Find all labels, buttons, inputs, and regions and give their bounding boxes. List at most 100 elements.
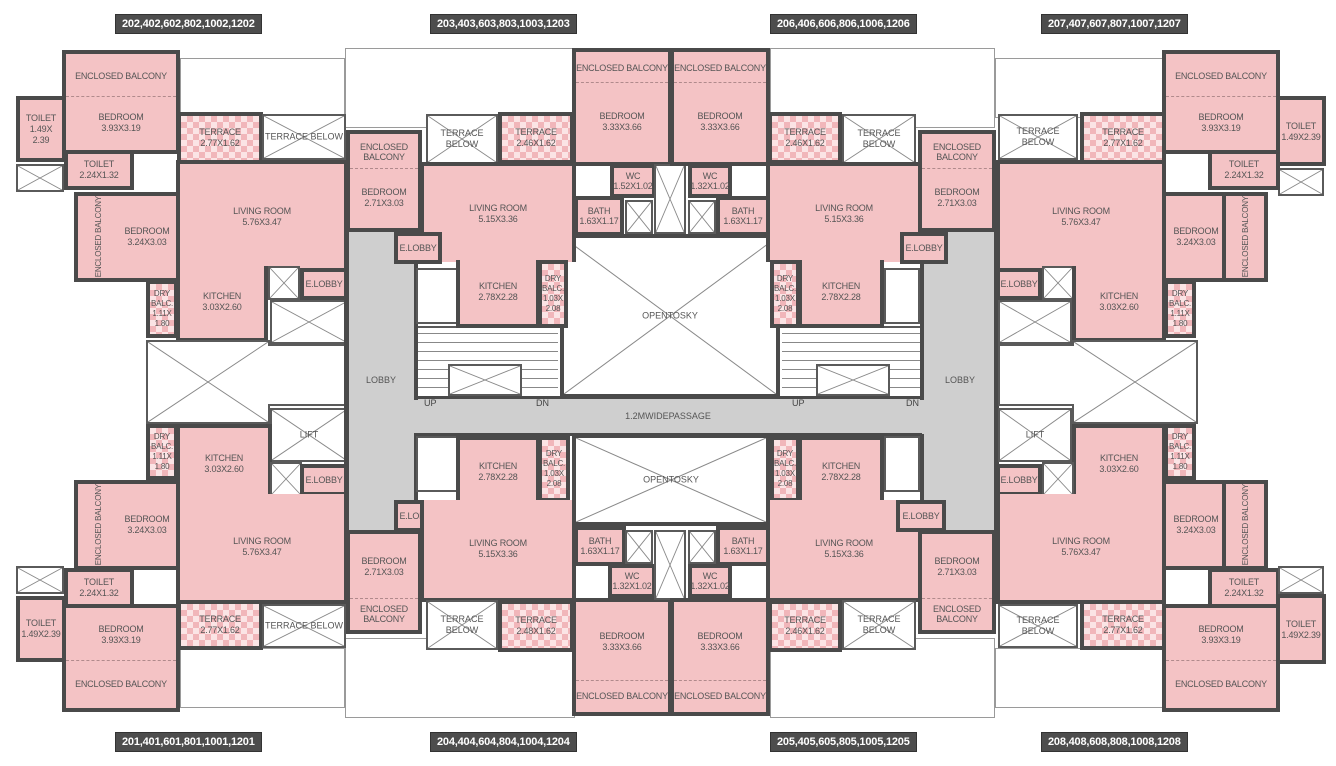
room-dry-balcony: DRY BALC. 1.03X 2.08 [538, 436, 570, 502]
room-enclosed-balcony: ENCLOSED BALCONY [1162, 660, 1280, 712]
room-kitchen: KITCHEN 2.78X2.28 [798, 260, 884, 328]
stair-well [816, 364, 890, 396]
duct-shaft [1042, 462, 1074, 496]
duct-shaft [654, 164, 686, 234]
slab-outline-top-left [180, 58, 345, 118]
room-wc: WC 1.32X1.02 [688, 164, 732, 198]
terrace-below: TERRACE BELOW [842, 600, 916, 650]
room-bedroom: BEDROOM 3.93X3.19 [1162, 604, 1280, 662]
lift-shaft: LIFT [270, 408, 348, 462]
balcony-divider [350, 598, 418, 599]
slab-outline-top-right [995, 58, 1165, 118]
room-enclosed-balcony: ENCLOSED BALCONY [1222, 480, 1268, 570]
room-e-lobby: E.LOBBY [896, 500, 946, 532]
wall [344, 230, 349, 530]
room-kitchen: KITCHEN 2.78X2.28 [798, 436, 884, 504]
room-bedroom: BEDROOM 3.24X3.03 [1162, 192, 1226, 282]
room-enclosed-balcony: ENCLOSED BALCONY [346, 130, 422, 170]
balcony-divider [922, 598, 992, 599]
room-wc: WC 1.52X1.02 [610, 164, 656, 198]
room-terrace: TERRACE 2.48X1.62 [498, 600, 574, 652]
room-bath: BATH 1.63X1.17 [574, 526, 626, 566]
room-dry-balcony: DRY BALC. 1.11X 1.80 [146, 280, 178, 338]
duct-shaft [1278, 566, 1324, 594]
room-e-lobby: E.LOBBY [900, 232, 948, 264]
balcony-divider [66, 660, 176, 661]
open-void-right-ext [998, 344, 1074, 406]
lift-shaft [270, 300, 348, 344]
room-toilet: TOILET 2.24X1.32 [1208, 150, 1280, 190]
flat-number-label: 201,401,601,801,1001,1201 [115, 732, 262, 752]
room-living-room: LIVING ROOM 5.15X3.36 [766, 162, 922, 262]
slab-outline-bottom-left [180, 648, 345, 708]
terrace-below: TERRACE BELOW [998, 114, 1078, 160]
room-toilet: TOILET 2.24X1.32 [64, 150, 134, 190]
room-e-lobby: E.LOBBY [996, 464, 1042, 496]
duct-shaft [268, 266, 300, 300]
terrace-below: TERRACE BELOW [998, 604, 1078, 648]
room-bath: BATH 1.63X1.17 [716, 196, 770, 236]
balcony-divider [1166, 660, 1276, 661]
room-enclosed-balcony: ENCLOSED BALCONY [62, 660, 180, 712]
room-living-room: LIVING ROOM 5.76X3.47 [996, 160, 1166, 270]
room-dry-balcony: DRY BALC. 1.03X 2.08 [770, 436, 800, 502]
room-enclosed-balcony: ENCLOSED BALCONY [74, 192, 122, 282]
room-enclosed-balcony: ENCLOSED BALCONY [670, 680, 770, 716]
stair-dn-label: DN [536, 398, 549, 408]
open-void-right [1072, 340, 1198, 424]
open-void-left [146, 340, 270, 424]
room-terrace: TERRACE 2.77X1.62 [1080, 112, 1166, 164]
room-living-room: LIVING ROOM 5.76X3.47 [996, 494, 1166, 604]
terrace-below: TERRACE BELOW [262, 604, 346, 648]
wall [994, 230, 999, 530]
flat-number-label: 203,403,603,803,1003,1203 [430, 14, 577, 34]
room-living-room: LIVING ROOM 5.15X3.36 [420, 162, 576, 262]
room-terrace: TERRACE 2.46X1.62 [768, 600, 842, 652]
duct-shaft [625, 530, 653, 564]
room-enclosed-balcony: ENCLOSED BALCONY [1222, 192, 1268, 282]
duct-shaft [16, 566, 64, 594]
room-wc: WC 1.32X1.02 [608, 564, 656, 598]
room-bedroom: BEDROOM 3.33X3.66 [670, 598, 770, 682]
room-enclosed-balcony: ENCLOSED BALCONY [1162, 50, 1280, 98]
room-bedroom: BEDROOM 3.33X3.66 [572, 598, 672, 682]
room-e-lobby: E.LOBBY [300, 268, 348, 300]
room-terrace: TERRACE 2.77X1.62 [177, 600, 263, 650]
terrace-below: TERRACE BELOW [426, 600, 498, 650]
room-enclosed-balcony: ENCLOSED BALCONY [62, 50, 180, 98]
lobby-right: LOBBY [922, 230, 998, 530]
balcony-divider [922, 168, 992, 169]
room-bedroom: BEDROOM 3.24X3.03 [1162, 480, 1226, 570]
room-bedroom: BEDROOM 2.71X3.03 [346, 168, 422, 232]
flat-number-label: 205,405,605,805,1005,1205 [770, 732, 917, 752]
duct-shaft [16, 164, 64, 192]
room-terrace: TERRACE 2.77X1.62 [177, 112, 263, 164]
room-kitchen: KITCHEN 3.03X2.60 [176, 424, 272, 500]
flat-number-label: 204,404,604,804,1004,1204 [430, 732, 577, 752]
wall [920, 230, 924, 400]
room-toilet: TOILET 2.24X1.32 [1208, 568, 1280, 608]
room-bath: BATH 1.63X1.17 [716, 526, 770, 566]
passage: 1.2MWIDEPASSAGE [414, 398, 922, 434]
room-kitchen: KITCHEN 3.03X2.60 [176, 266, 268, 342]
lift-shaft: LIFT [998, 408, 1072, 462]
duct-shaft [688, 200, 716, 234]
room-kitchen: KITCHEN 2.78X2.28 [456, 436, 540, 504]
room-toilet: TOILET 1.49X2.39 [1276, 594, 1326, 664]
open-to-sky-top: OPENTOSKY [560, 234, 780, 398]
balcony-divider [350, 168, 418, 169]
lift-car [884, 436, 920, 492]
stair-well [448, 364, 522, 396]
room-bedroom: BEDROOM 3.93X3.19 [1162, 96, 1280, 154]
room-toilet: TOILET 2.24X1.32 [64, 568, 134, 608]
balcony-divider [576, 82, 668, 83]
room-enclosed-balcony: ENCLOSED BALCONY [572, 680, 672, 716]
flat-number-label: 208,408,608,808,1008,1208 [1041, 732, 1188, 752]
balcony-divider [1166, 96, 1276, 97]
flat-number-label: 207,407,607,807,1007,1207 [1041, 14, 1188, 34]
room-toilet: TOILET 1.49X2.39 [1276, 96, 1326, 166]
room-enclosed-balcony: ENCLOSED BALCONY [918, 598, 996, 634]
room-enclosed-balcony: ENCLOSED BALCONY [74, 480, 122, 570]
room-bedroom: BEDROOM 2.71X3.03 [918, 168, 996, 232]
